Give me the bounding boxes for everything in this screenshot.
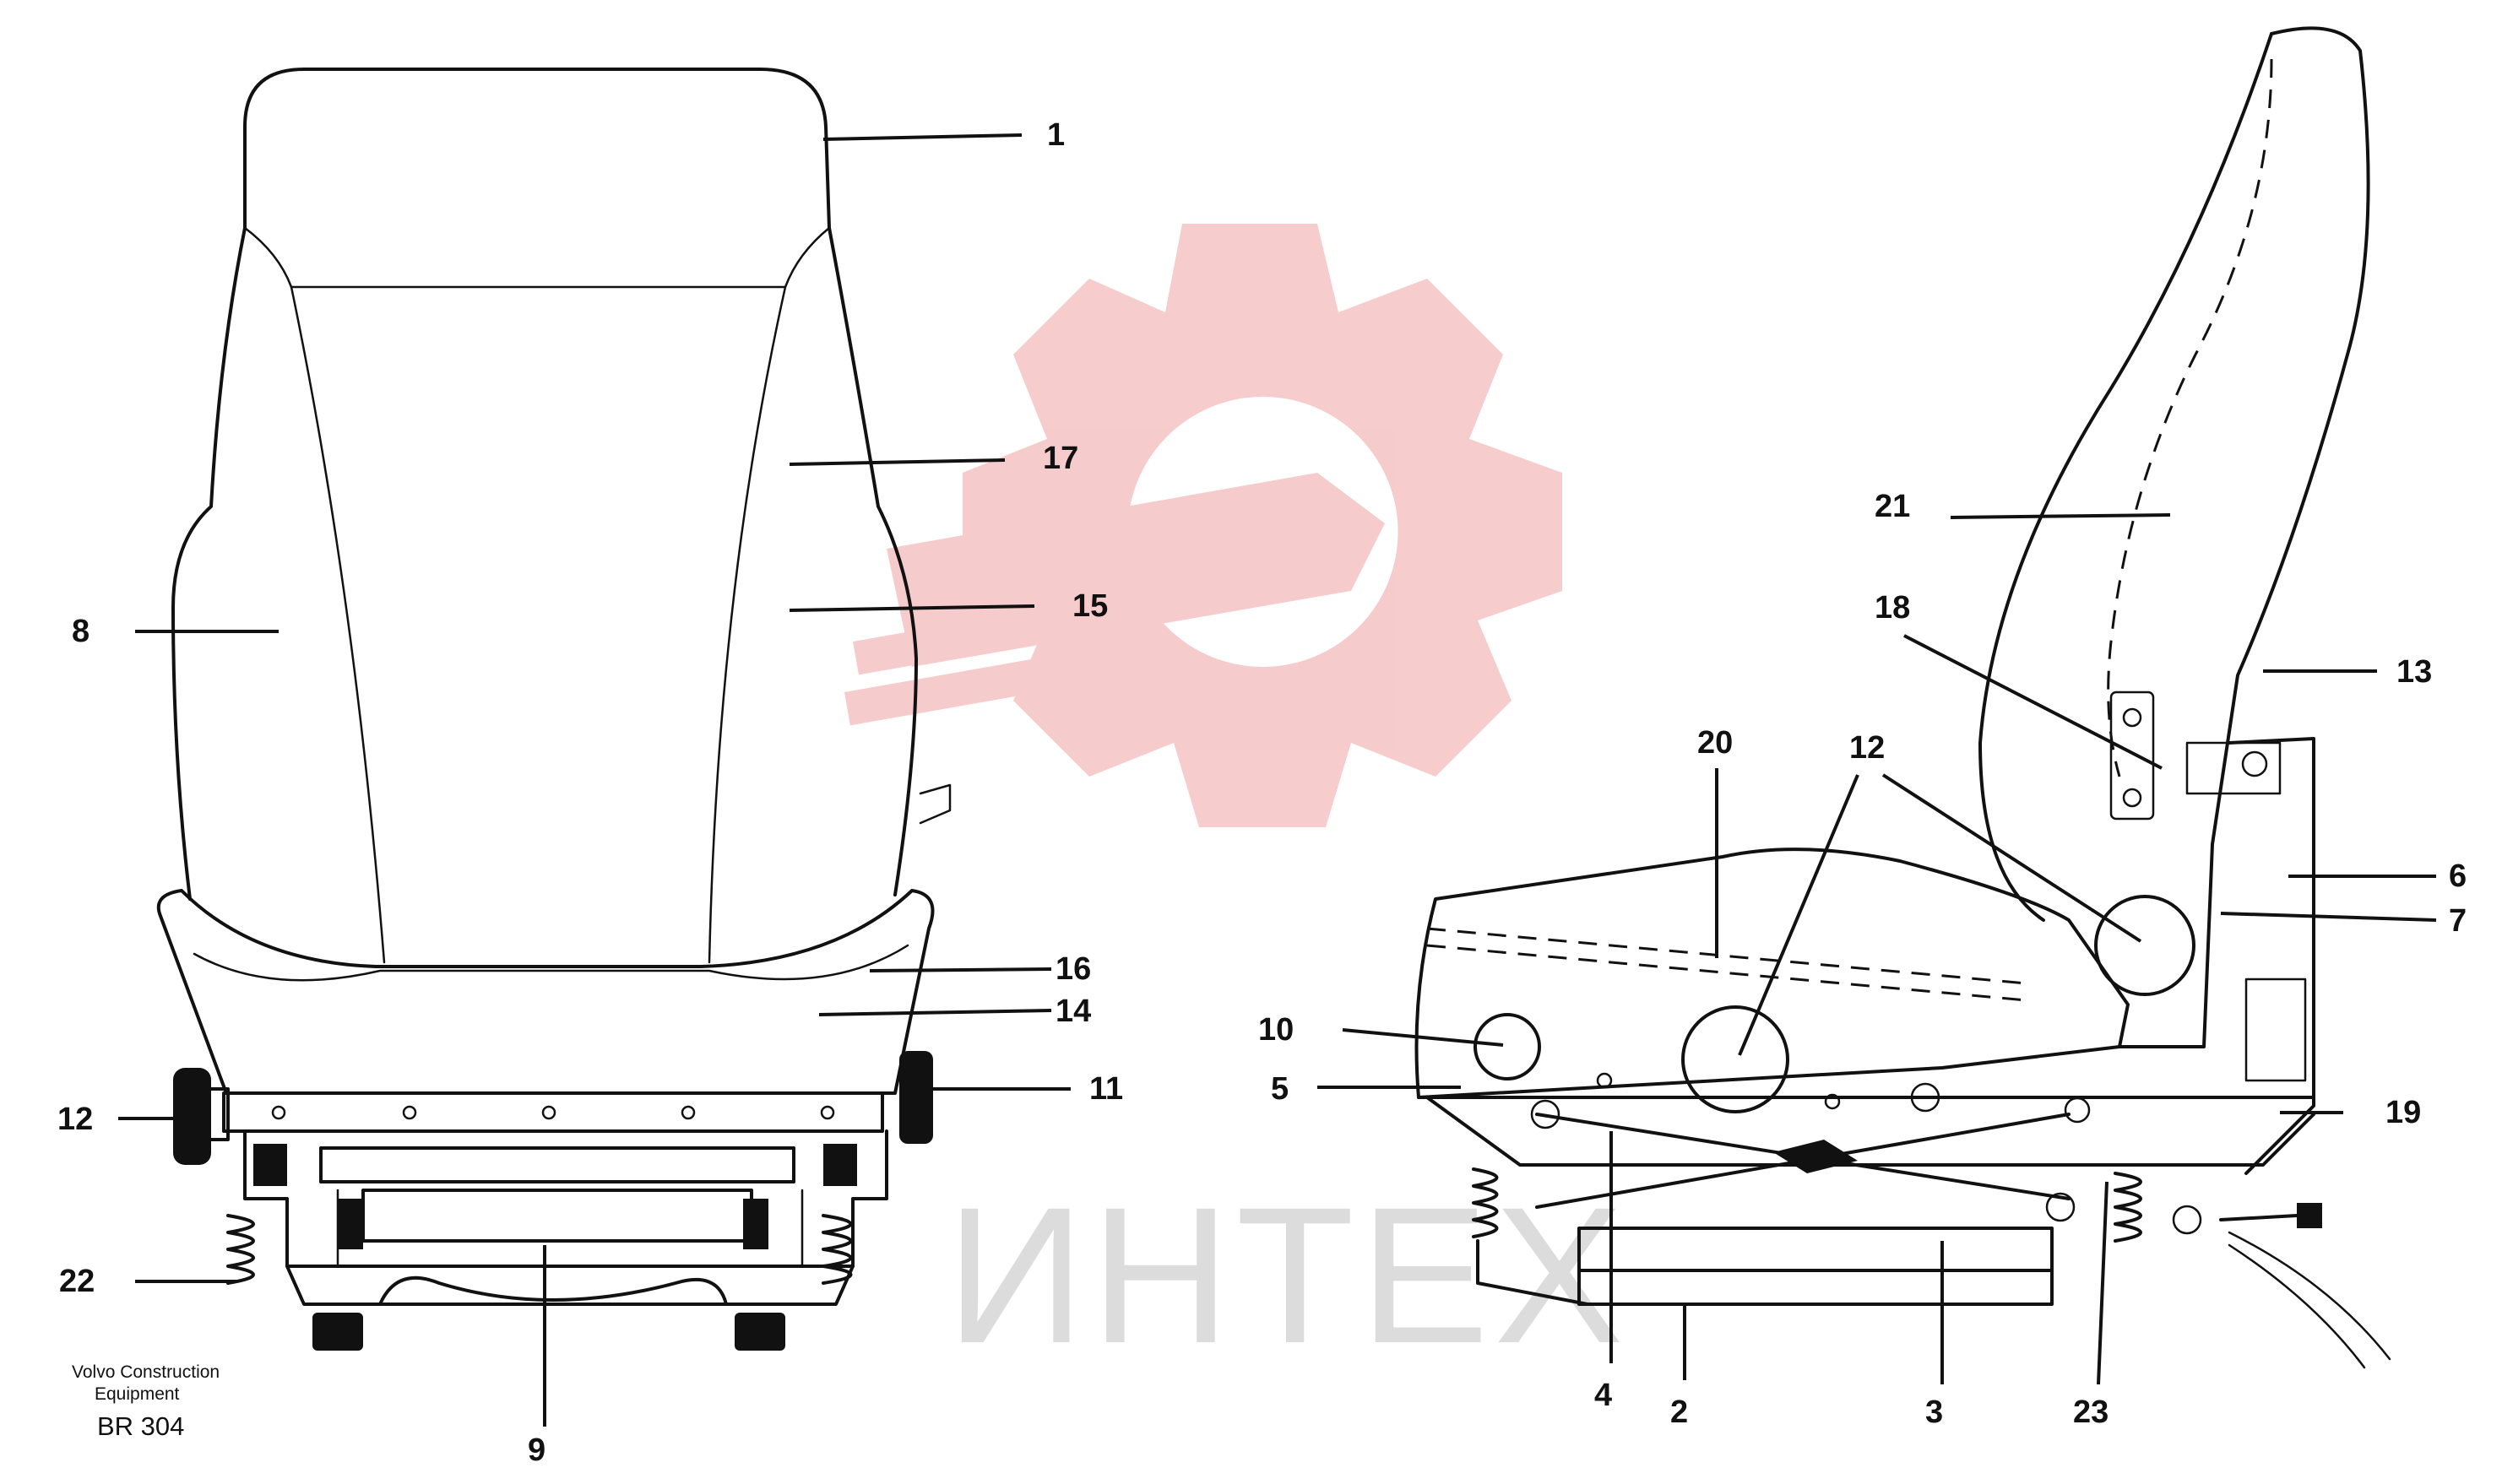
leader-14	[818, 1009, 1052, 1016]
callout-20: 20	[1697, 725, 1733, 761]
leader-15	[789, 604, 1035, 612]
caption-figure-code: BR 304	[97, 1411, 184, 1441]
figure-caption: Volvo Construction Equipment BR 304	[72, 1362, 220, 1441]
callout-17: 17	[1043, 441, 1078, 476]
side-left-spring	[1472, 1167, 1499, 1238]
side-knob-12-lower	[1681, 1005, 1789, 1113]
front-left-knob	[173, 1068, 230, 1165]
callout-22: 22	[59, 1264, 95, 1299]
callout-labels: 1 17 15 8 16 14 11 12 22 9 21 18 13 20 1…	[57, 117, 2467, 1468]
backrest-side-outline	[2118, 26, 2370, 1048]
seat-side-view	[1414, 26, 2391, 1369]
callout-14: 14	[1056, 994, 1091, 1029]
seat-front-view	[156, 68, 952, 1351]
leader-16	[869, 967, 1052, 972]
seat-cushion-front	[156, 889, 935, 1095]
leader-lines	[118, 133, 2437, 1427]
callout-18: 18	[1875, 590, 1910, 626]
callout-16: 16	[1056, 951, 1091, 987]
leader-17	[789, 458, 1006, 466]
callout-3: 3	[1925, 1395, 1943, 1430]
callout-23: 23	[2073, 1395, 2109, 1430]
leader-1	[822, 133, 1023, 141]
front-right-knob	[899, 1051, 933, 1144]
callout-5: 5	[1271, 1071, 1289, 1107]
callout-21: 21	[1875, 489, 1910, 524]
callout-8: 8	[72, 614, 90, 649]
callout-19: 19	[2385, 1095, 2421, 1130]
callout-13: 13	[2396, 654, 2432, 690]
front-left-spring	[226, 1214, 255, 1285]
callout-7: 7	[2449, 903, 2467, 939]
leader-12b-upper	[1881, 773, 2142, 943]
callout-10: 10	[1258, 1012, 1294, 1048]
watermark-text: ИНТЕХ	[946, 1167, 1629, 1384]
backrest-outline	[243, 68, 831, 230]
front-right-spring	[822, 1214, 853, 1285]
front-rail	[222, 1091, 884, 1133]
watermark-gear-logo	[844, 224, 1562, 827]
callout-6: 6	[2449, 858, 2467, 894]
callout-12-side: 12	[1849, 730, 1885, 766]
callout-12-front: 12	[57, 1102, 93, 1137]
leader-21	[1950, 513, 2171, 519]
leader-7	[2220, 912, 2437, 922]
callout-11: 11	[1089, 1071, 1123, 1107]
caption-company: Volvo Construction	[72, 1362, 220, 1382]
side-knob-10	[1474, 1013, 1541, 1081]
leader-18	[1903, 634, 2163, 770]
callout-1: 1	[1047, 117, 1065, 153]
leader-10	[1342, 1028, 1504, 1047]
callout-9: 9	[528, 1433, 545, 1468]
callout-4: 4	[1594, 1378, 1612, 1413]
callout-2: 2	[1670, 1395, 1688, 1430]
seat-cushion-side	[1414, 848, 2130, 1099]
caption-equipment: Equipment	[95, 1384, 180, 1404]
leader-12b-lower	[1738, 774, 1859, 1056]
leader-23	[2097, 1181, 2109, 1385]
side-right-spring	[2114, 1172, 2142, 1243]
side-knob-12-upper	[2094, 895, 2195, 996]
callout-15: 15	[1072, 588, 1108, 624]
